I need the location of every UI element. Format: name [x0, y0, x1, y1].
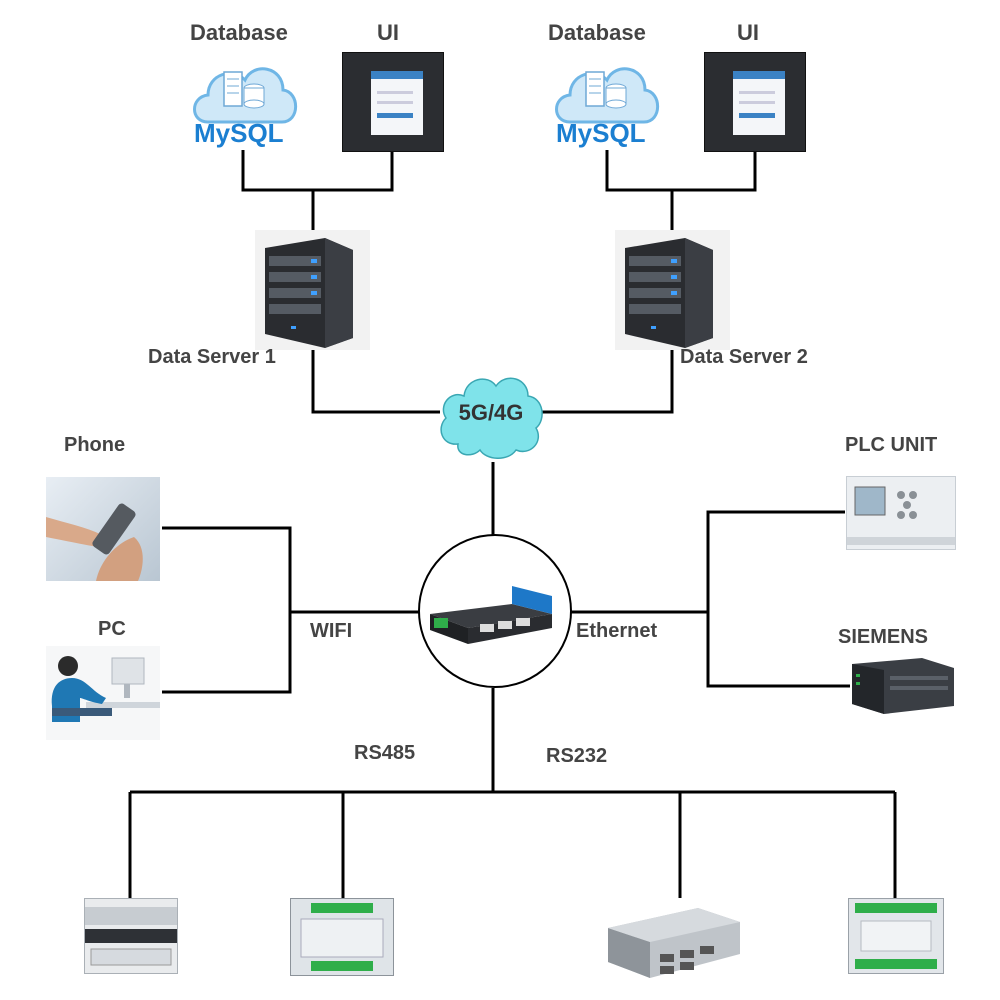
login-screen-icon-right: [704, 52, 806, 152]
database-label-left: Database: [190, 20, 288, 45]
wire-server2-cloud: [540, 350, 674, 414]
ui-label-left: UI: [377, 20, 399, 45]
smartphone-hand-icon: [46, 477, 160, 581]
io-controller-icon: [848, 898, 944, 974]
server-tower-icon-1: [255, 230, 370, 350]
mysql-cloud-icon-right: MySQL: [550, 52, 662, 152]
rs232-splitter-icon: [608, 898, 740, 982]
pc-label: PC: [98, 618, 126, 640]
cloud-label: 5G/4G: [458, 400, 524, 425]
industrial-router-icon: [418, 534, 572, 688]
wire-db-ui-left: [241, 150, 394, 192]
person-at-computer-icon: [46, 646, 160, 740]
wire-phone: [162, 526, 292, 694]
mysql-text-left: MySQL: [194, 118, 284, 148]
login-screen-icon-left: [342, 52, 444, 152]
plc-unit-label: PLC UNIT: [845, 434, 938, 456]
terminal-module-icon: [290, 898, 394, 976]
database-label-right: Database: [548, 20, 646, 45]
data-server-1-label: Data Server 1: [148, 346, 276, 368]
wifi-label: WIFI: [310, 620, 353, 642]
data-server-2-label: Data Server 2: [680, 346, 808, 368]
siemens-plc-icon: [852, 654, 954, 714]
mysql-cloud-icon: MySQL: [188, 52, 300, 152]
io-module-icon: [84, 898, 178, 974]
rs232-label: RS232: [546, 745, 608, 767]
plc-unit-icon: [846, 476, 956, 550]
wire-server1-cloud: [311, 350, 440, 414]
siemens-label: SIEMENS: [838, 626, 929, 648]
ethernet-label: Ethernet: [576, 620, 658, 642]
wire-plc-siemens: [706, 510, 850, 688]
phone-label: Phone: [64, 434, 126, 456]
mysql-text-right: MySQL: [556, 118, 646, 148]
ui-label-right: UI: [737, 20, 759, 45]
wire-db-ui-right: [605, 150, 757, 192]
network-cloud-icon: 5G/4G: [436, 368, 546, 462]
rs485-label: RS485: [354, 742, 416, 764]
server-tower-icon-2: [615, 230, 730, 350]
